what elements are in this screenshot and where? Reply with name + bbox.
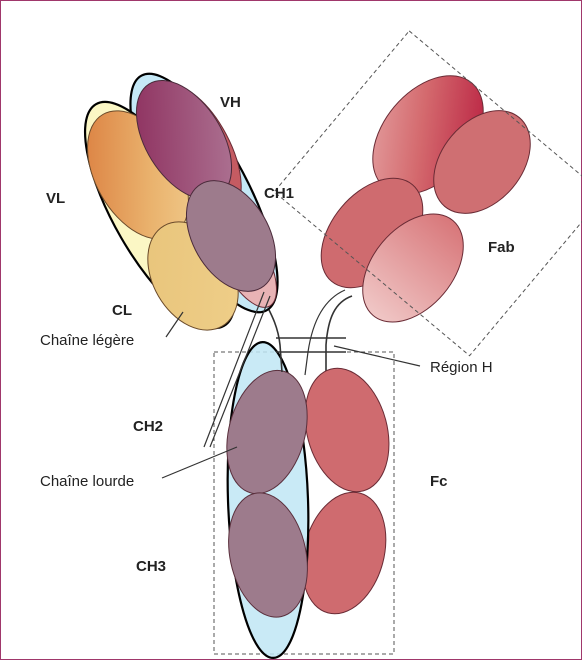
label-vh: VH <box>220 94 241 111</box>
label-ch3: CH3 <box>136 558 166 575</box>
right-hinge-curve <box>326 296 352 372</box>
label-vl: VL <box>46 190 65 207</box>
right-ch2-domain <box>292 359 402 501</box>
right-hinge-curve-2 <box>305 290 345 375</box>
label-fab: Fab <box>488 239 515 256</box>
right-fab-arm <box>301 55 550 375</box>
label-ch2: CH2 <box>133 418 163 435</box>
pointer-region-h <box>334 346 420 366</box>
label-fc: Fc <box>430 473 448 490</box>
label-region-h: Région H <box>430 359 493 376</box>
label-ch1: CH1 <box>264 185 294 202</box>
label-chaine-lourde: Chaîne lourde <box>40 473 134 490</box>
label-chaine-legere: Chaîne légère <box>40 332 134 349</box>
pointer-chaine-lourde-1 <box>162 447 237 478</box>
label-cl: CL <box>112 302 132 319</box>
